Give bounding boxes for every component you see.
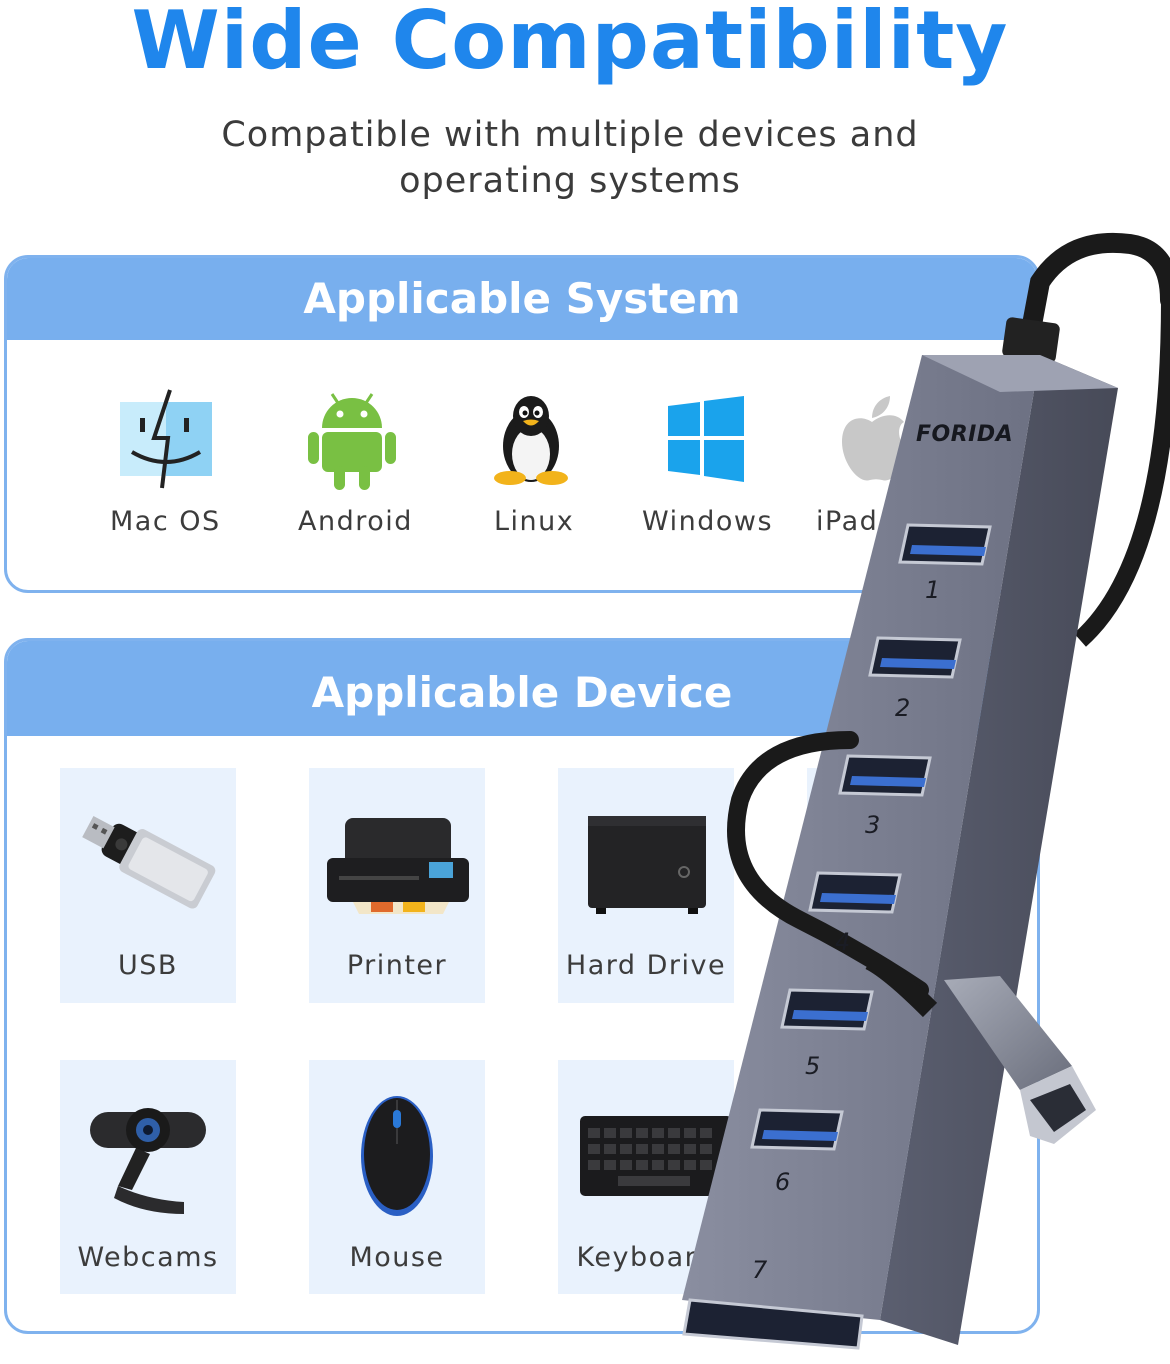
apple-logo-icon (842, 396, 908, 481)
webcam-icon (90, 1108, 206, 1214)
subtitle-line-1: Compatible with multiple devices and (221, 115, 919, 155)
system-label-linux: Linux (494, 506, 575, 537)
windows-logo-icon (668, 396, 744, 482)
port-number-2: 2 (895, 694, 911, 722)
device-label-usb: USB (118, 950, 178, 981)
device-tile-hard-drive: Hard Drive (558, 768, 734, 1003)
printer-icon (327, 818, 469, 914)
page-subtitle: Compatible with multiple devices and ope… (0, 112, 1140, 204)
port-number-4: 4 (835, 928, 851, 956)
device-tile-printer: Printer (309, 768, 485, 1003)
device-label-webcams: Webcams (77, 1242, 219, 1273)
linux-penguin-icon (494, 396, 568, 485)
system-label-ipad: iPad (816, 506, 879, 537)
port-number-3: 3 (865, 811, 881, 839)
system-label-windows: Windows (642, 506, 774, 537)
usb-flash-drive-icon (82, 815, 216, 909)
device-tile-usb: USB (60, 768, 236, 1003)
system-label-android: Android (298, 506, 413, 537)
mouse-icon (361, 1096, 433, 1216)
port-number-1: 1 (925, 576, 941, 604)
system-label-macos: Mac OS (110, 506, 221, 537)
android-robot-icon (308, 393, 396, 490)
finder-face-icon (120, 389, 212, 489)
port-number-5: 5 (805, 1052, 821, 1080)
device-label-hard-drive: Hard Drive (565, 950, 727, 981)
hard-drive-icon (588, 816, 706, 914)
page-title: Wide Compatibility (131, 0, 1009, 87)
device-tile-mouse: Mouse (309, 1060, 485, 1294)
subtitle-line-2: operating systems (399, 161, 741, 201)
port-number-7: 7 (752, 1256, 768, 1284)
applicable-system-heading: Applicable System (7, 258, 1037, 340)
keyboard-icon (580, 1116, 732, 1196)
device-label-printer: Printer (346, 950, 448, 981)
device-tile-keyboard: Keyboard (558, 1060, 734, 1294)
device-label-mouse: Mouse (349, 1242, 445, 1273)
device-tile-webcams: Webcams (60, 1060, 236, 1294)
hub-brand-label: FORIDA (916, 422, 1014, 447)
port-number-6: 6 (775, 1168, 791, 1196)
